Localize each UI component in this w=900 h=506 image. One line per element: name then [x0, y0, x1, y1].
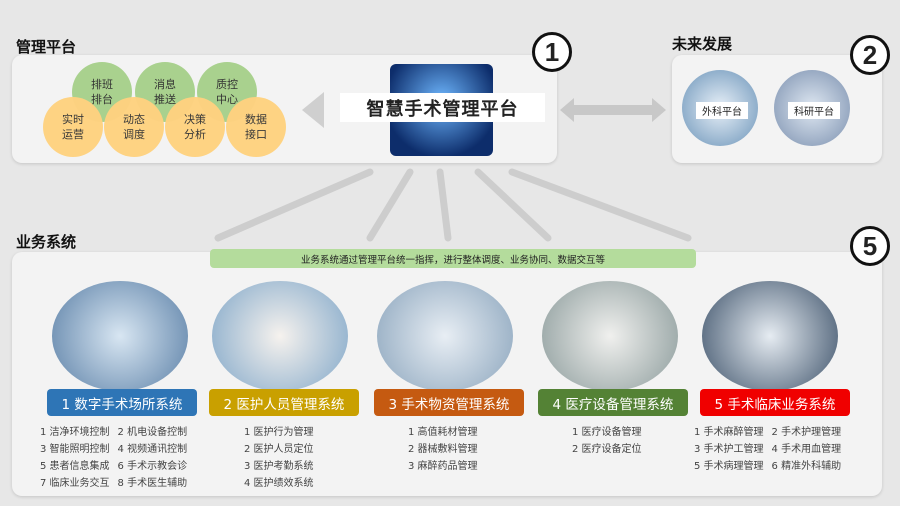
- future-title: 未来发展: [672, 35, 733, 53]
- list-item: 7 临床业务交互: [40, 478, 110, 489]
- list-item: 1 医护行为管理: [244, 427, 314, 438]
- list-item: 2 机电设备控制: [117, 427, 188, 438]
- list-item: 4 手术用血管理: [771, 444, 842, 455]
- list-item: 3 手术护工管理: [694, 444, 764, 455]
- list-item: 5 患者信息集成: [40, 461, 110, 472]
- list-item: 1 手术麻醉管理: [694, 427, 764, 438]
- list-item: 2 手术护理管理: [771, 427, 842, 438]
- medical-staff-image: [212, 281, 348, 391]
- list-item: 3 麻醉药品管理: [408, 461, 478, 472]
- list-item: 2 医护人员定位: [244, 444, 314, 455]
- surgical-supplies-image: [377, 281, 513, 391]
- surgery-platform-label: 外科平台: [696, 102, 748, 119]
- system-5-label[interactable]: 5 手术临床业务系统: [700, 389, 850, 416]
- business-banner: 业务系统通过管理平台统一指挥，进行整体调度、业务协同、数据交互等: [210, 249, 696, 268]
- badge-1: 1: [532, 32, 572, 72]
- system-1-label[interactable]: 1 数字手术场所系统: [47, 389, 197, 416]
- clinical-surgery-image: [702, 281, 838, 391]
- system-5-items: 1 手术麻醉管理 2 手术护理管理 3 手术护工管理 4 手术用血管理 5 手术…: [694, 424, 841, 475]
- left-arrow-icon: [302, 92, 324, 128]
- platform-label: 智慧手术管理平台: [340, 93, 545, 122]
- list-item: 3 智能照明控制: [40, 444, 110, 455]
- list-item: 5 手术病理管理: [694, 461, 764, 472]
- list-item: 1 医疗设备管理: [572, 427, 642, 438]
- list-item: 2 医疗设备定位: [572, 444, 642, 455]
- list-item: 8 手术医生辅助: [117, 478, 188, 489]
- system-2-label[interactable]: 2 医护人员管理系统: [209, 389, 359, 416]
- list-item: 6 手术示教会诊: [117, 461, 188, 472]
- connector-arrows: [214, 168, 692, 242]
- bubble-dispatch: 动态调度: [104, 97, 164, 157]
- list-item: 1 洁净环境控制: [40, 427, 110, 438]
- system-4-label[interactable]: 4 医疗设备管理系统: [538, 389, 688, 416]
- bubble-operation: 实时运营: [43, 97, 103, 157]
- double-arrow-icon: [560, 98, 666, 122]
- list-item: 3 医护考勤系统: [244, 461, 314, 472]
- list-item: 4 医护绩效系统: [244, 478, 314, 489]
- bubble-decision: 决策分析: [165, 97, 225, 157]
- list-item: 6 精准外科辅助: [771, 461, 842, 472]
- medical-equipment-image: [542, 281, 678, 391]
- system-4-items: 1 医疗设备管理 2 医疗设备定位: [572, 424, 642, 458]
- business-title: 业务系统: [16, 233, 77, 251]
- research-platform-label: 科研平台: [788, 102, 840, 119]
- system-3-items: 1 高值耗材管理 2 器械敷料管理 3 麻醉药品管理: [408, 424, 478, 475]
- management-title: 管理平台: [16, 38, 77, 56]
- badge-5: 5: [850, 226, 890, 266]
- system-3-label[interactable]: 3 手术物资管理系统: [374, 389, 524, 416]
- list-item: 4 视频通讯控制: [117, 444, 188, 455]
- badge-2: 2: [850, 35, 890, 75]
- system-1-items: 1 洁净环境控制 2 机电设备控制 3 智能照明控制 4 视频通讯控制 5 患者…: [40, 424, 187, 492]
- system-2-items: 1 医护行为管理 2 医护人员定位 3 医护考勤系统 4 医护绩效系统: [244, 424, 314, 492]
- list-item: 1 高值耗材管理: [408, 427, 478, 438]
- operating-room-image: [52, 281, 188, 391]
- bubble-data: 数据接口: [226, 97, 286, 157]
- list-item: 2 器械敷料管理: [408, 444, 478, 455]
